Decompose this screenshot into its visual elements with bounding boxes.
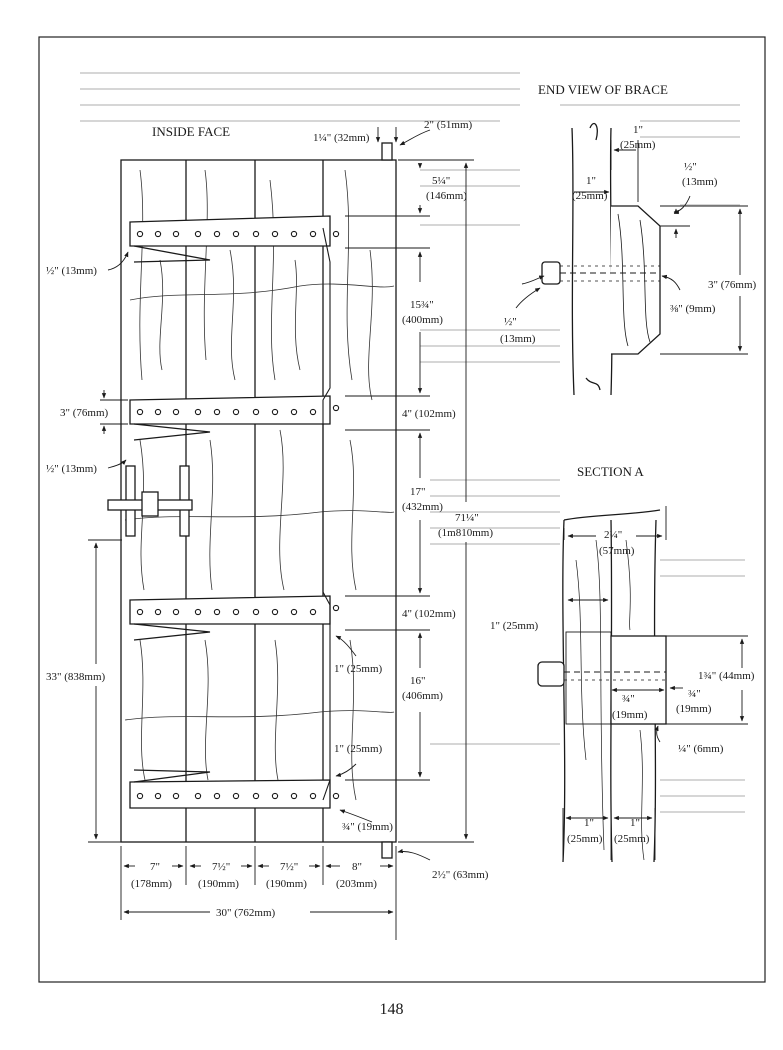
dim-board-3-in: 7½": [280, 861, 298, 873]
strap-hinge-4: [129, 769, 331, 809]
end-dim-peg-dia: ⅜" (9mm): [670, 303, 716, 315]
dim-brace-gap-3-mm: (406mm): [402, 690, 443, 702]
dim-brace-gap-1-mm: (400mm): [402, 314, 443, 326]
end-dim-peg-in: ½": [504, 316, 517, 328]
dim-brace-gap-2-mm: (432mm): [402, 501, 443, 513]
sec-dim-bot-2-in: 1": [630, 817, 640, 829]
dim-hinge-edge-top: ½" (13mm): [46, 265, 97, 277]
dim-brace-gap-3-in: 16": [410, 675, 426, 687]
end-dim-bevel-mm: (13mm): [682, 176, 718, 188]
sec-dim-width-in: 2¼": [604, 529, 622, 541]
door-latch: [107, 465, 193, 537]
bleed-through-text: [80, 72, 745, 813]
end-dim-height: 3" (76mm): [708, 279, 757, 291]
section-a-title: SECTION A: [577, 464, 644, 479]
page-number: 148: [379, 1001, 404, 1018]
strap-hinge-1: [129, 215, 331, 263]
dim-board-2-in: 7½": [212, 861, 230, 873]
dim-pin-height: 2" (51mm): [424, 119, 473, 131]
dim-total-height-in: 71¼": [455, 512, 479, 524]
sec-dim-depth-in: ¾": [688, 688, 701, 700]
sec-dim-lip: ¼" (6mm): [678, 743, 724, 755]
dim-board-4-in: 8": [352, 861, 362, 873]
door-inside-face: [107, 142, 397, 859]
sec-dim-depth-mm: (19mm): [676, 703, 712, 715]
end-view-of-brace: [541, 123, 661, 396]
dim-board-1-mm: (178mm): [131, 878, 172, 890]
strap-hinge-3: [129, 595, 331, 641]
dim-brace-gap-2-in: 17": [410, 486, 426, 498]
dim-total-width: 30" (762mm): [216, 907, 276, 919]
section-a-view: [537, 509, 667, 863]
dim-board-3-mm: (190mm): [266, 878, 307, 890]
dim-hinge-offset-1: 1" (25mm): [334, 663, 383, 675]
dim-brace-width-2: 4" (102mm): [402, 608, 456, 620]
sec-dim-bot-1-in: 1": [584, 817, 594, 829]
end-view-title: END VIEW OF BRACE: [538, 82, 668, 97]
inside-face-title: INSIDE FACE: [152, 124, 230, 139]
dim-bottom-pin: 2½" (63mm): [432, 869, 489, 881]
sec-dim-bot-1-mm: (25mm): [567, 833, 603, 845]
sec-dim-height: 1¾" (44mm): [698, 670, 755, 682]
sec-dim-bot-2-mm: (25mm): [614, 833, 650, 845]
dim-top-gap-mm: (146mm): [426, 190, 467, 202]
strap-nails: [136, 230, 340, 800]
dim-bottom-clearance: ¾" (19mm): [342, 821, 393, 833]
dim-board-1-in: 7": [150, 861, 160, 873]
dim-top-gap-in: 5¼": [432, 175, 450, 187]
end-view-dimension-lines: [515, 140, 748, 355]
sec-dim-width-mm: (57mm): [599, 545, 635, 557]
section-a-dimension-lines: [562, 506, 748, 860]
end-dim-bevel-in: ½": [684, 161, 697, 173]
dim-brace-gap-1-in: 15¾": [410, 299, 434, 311]
end-dim-board-mm: (25mm): [572, 190, 608, 202]
dim-board-2-mm: (190mm): [198, 878, 239, 890]
dim-board-4-mm: (203mm): [336, 878, 377, 890]
dim-latch-edge: ½" (13mm): [46, 463, 97, 475]
door-dimension-lines: [88, 127, 474, 940]
page-border: [38, 36, 766, 983]
dim-hinge-offset-2: 1" (25mm): [334, 743, 383, 755]
end-dim-peg-mm: (13mm): [500, 333, 536, 345]
dim-pin-width: 1¼" (32mm): [313, 132, 370, 144]
dim-latch-height: 33" (838mm): [46, 671, 106, 683]
strap-hinge-2: [129, 395, 331, 441]
end-dim-top-mm: (25mm): [620, 139, 656, 151]
sec-dim-inner-mm: (19mm): [612, 709, 648, 721]
sec-dim-inner-in: ¾": [622, 693, 635, 705]
dim-total-height-mm: (1m810mm): [438, 527, 493, 539]
dim-hinge-width: 3" (76mm): [60, 407, 109, 419]
sec-dim-offset: 1" (25mm): [490, 620, 539, 632]
end-dim-top-in: 1": [633, 124, 643, 136]
dim-brace-width-1: 4" (102mm): [402, 408, 456, 420]
hinge-stile: [322, 227, 331, 801]
end-dim-board-in: 1": [586, 175, 596, 187]
